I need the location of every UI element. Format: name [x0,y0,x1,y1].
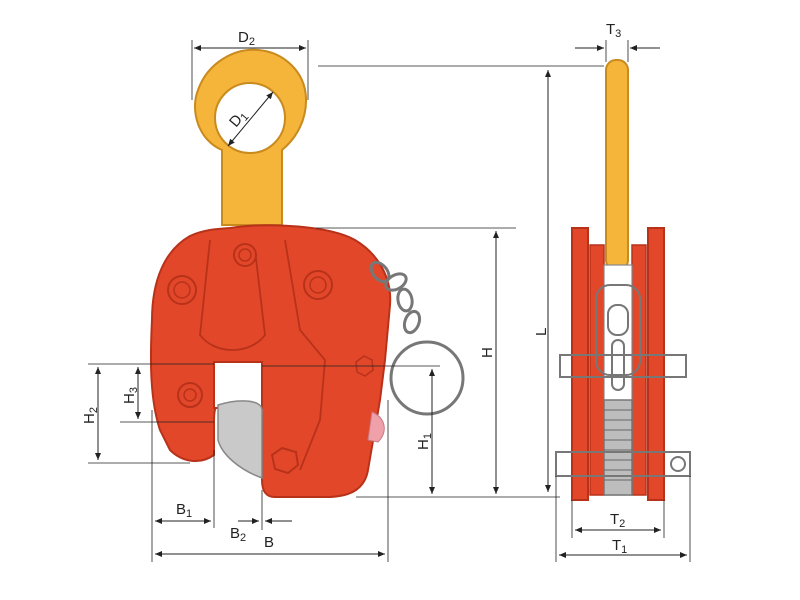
label-t1: T1 [612,537,627,556]
label-l: L [533,328,550,336]
side-inner-right [631,244,647,496]
label-t2: T2 [610,511,625,530]
pink-pad [367,411,385,443]
dimension-labels: D2 D1 T3 L H H1 H2 H3 B1 B2 B T2 T1 [81,21,627,556]
label-b2: B2 [230,525,246,544]
bolt-jaw [177,382,203,408]
side-nut-right [670,456,686,472]
side-plate-right [647,227,665,501]
body-lever-line-2 [284,239,326,471]
side-view [555,59,691,501]
label-h3: H3 [121,387,140,404]
bolt-left-inner [173,281,191,299]
bolt-right-inner [309,276,327,294]
gray-jaw [217,400,263,480]
body-lever-line [199,239,266,351]
label-h2: H2 [81,407,100,424]
bolt-top [233,243,257,267]
spring-coils [604,409,632,481]
hex-nut-bottom [270,446,300,475]
clamp-body [149,224,392,498]
label-t3: T3 [606,21,621,40]
side-plate-left [571,227,589,501]
side-bolt-upper [559,354,687,378]
side-chain [595,284,641,391]
side-bolt-lower [555,451,691,477]
label-d2: D2 [238,29,255,48]
side-spring [603,399,633,496]
label-b1: B1 [176,501,192,520]
dimension-lines [88,40,691,562]
bolt-top-inner [238,248,252,262]
front-view [149,48,465,498]
label-h1: H1 [415,433,434,450]
side-inner-left [589,244,605,496]
bolt-jaw-inner [183,388,197,402]
label-h: H [479,347,496,358]
bolt-right [303,270,333,300]
chain-ring [369,260,465,416]
label-b: B [264,534,274,551]
side-eye-bar [605,59,629,271]
bolt-left [167,275,197,305]
